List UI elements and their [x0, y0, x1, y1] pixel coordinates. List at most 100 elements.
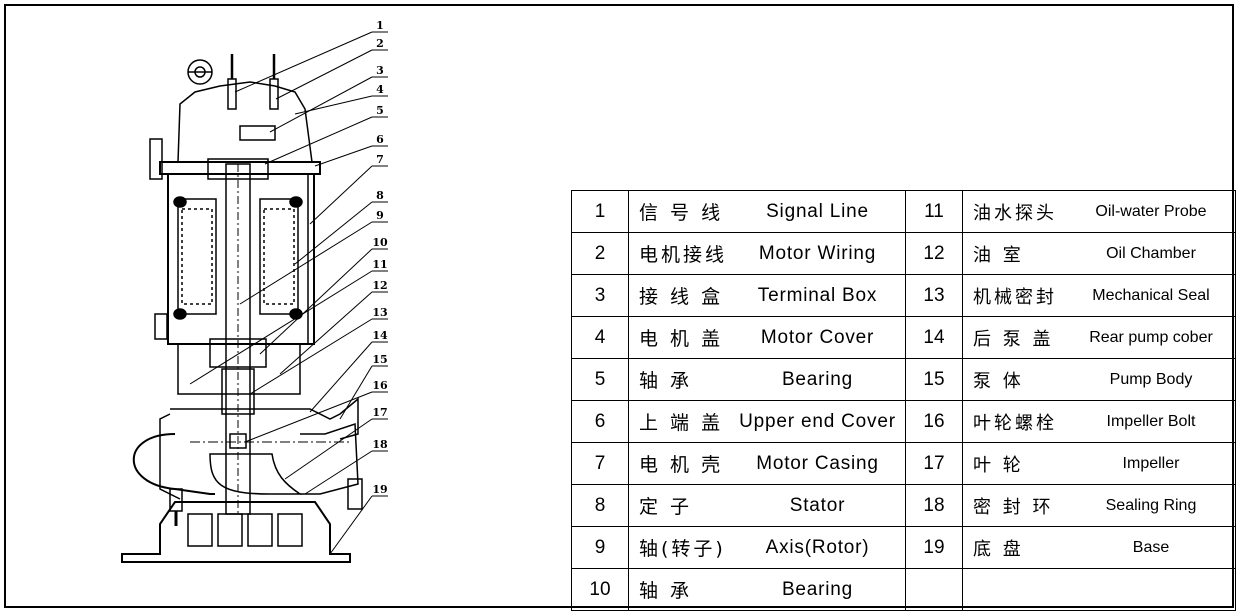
parts-table: 1 信 号 线 Signal Line 11 油水探头 Oil-water Prob…	[571, 190, 1236, 611]
part-number: 18	[905, 484, 963, 527]
part-name: 轴 承 Bearing	[628, 358, 906, 401]
part-name-en: Impeller	[1122, 454, 1180, 472]
callout-number: 14	[372, 329, 388, 342]
part-name-cn: 密 封 环	[973, 496, 1054, 518]
impeller	[209, 453, 303, 495]
part-name: 油水探头 Oil-water Probe	[962, 190, 1236, 233]
part-number: 9	[571, 526, 629, 569]
part-name-cn: 电 机 盖	[639, 328, 724, 350]
part-number: 5	[571, 358, 629, 401]
callout-number: 4	[376, 83, 384, 96]
part-name-en: Terminal Box	[757, 284, 878, 306]
part-number: 6	[571, 400, 629, 443]
pump-body-volute	[132, 433, 215, 495]
part-name-en: Base	[1132, 538, 1170, 556]
part-name-en: Pump Body	[1109, 370, 1193, 388]
part-name-en: Stator	[789, 494, 846, 516]
callout-number: 17	[372, 406, 387, 419]
motor-cover-outline	[177, 81, 313, 163]
empty-cell	[905, 568, 963, 611]
part-name: 后 泵 盖 Rear pump cober	[962, 316, 1236, 359]
part-number: 13	[905, 274, 963, 317]
part-name-cn: 上 端 盖	[639, 412, 724, 434]
part-number: 14	[905, 316, 963, 359]
part-name-en: Impeller Bolt	[1106, 412, 1196, 430]
part-name-en: Upper end Cover	[739, 410, 896, 432]
part-name: 定 子 Stator	[628, 484, 906, 527]
part-name-cn: 轴 承	[639, 370, 693, 392]
part-name-cn: 机械密封	[973, 286, 1057, 308]
part-name-cn: 接 线 盒	[639, 286, 724, 308]
part-name: 上 端 盖 Upper end Cover	[628, 400, 906, 443]
part-name-en: Axis(Rotor)	[765, 536, 870, 558]
part-name-en: Oil-water Probe	[1095, 202, 1207, 220]
part-name-en: Bearing	[781, 578, 854, 600]
part-name-cn: 泵 体	[973, 370, 1024, 392]
callout-number: 11	[372, 258, 387, 271]
part-name-cn: 后 泵 盖	[973, 328, 1054, 350]
part-number: 16	[905, 400, 963, 443]
callout-number: 16	[372, 379, 388, 392]
part-number: 3	[571, 274, 629, 317]
part-name: 接 线 盒 Terminal Box	[628, 274, 906, 317]
part-name-cn: 油水探头	[973, 202, 1057, 224]
part-name-cn: 信 号 线	[639, 202, 724, 224]
part-name-cn: 油 室	[973, 244, 1024, 266]
part-name-en: Motor Cover	[760, 326, 875, 348]
part-name-cn: 定 子	[639, 496, 693, 518]
part-name-cn: 轴 承	[639, 580, 693, 602]
part-number: 8	[571, 484, 629, 527]
part-name-cn: 叶 轮	[973, 454, 1024, 476]
part-name-cn: 底 盘	[973, 538, 1024, 560]
table-row: 4 电 机 盖 Motor Cover 14 后 泵 盖 Rear pump cob…	[571, 316, 1236, 359]
callout-number: 13	[372, 306, 387, 319]
part-name: 轴(转子) Axis(Rotor)	[628, 526, 906, 569]
part-number: 11	[905, 190, 963, 233]
table-row: 5 轴 承 Bearing 15 泵 体 Pump Body	[571, 358, 1236, 401]
part-name-en: Bearing	[781, 368, 854, 390]
callout-number: 6	[376, 133, 384, 146]
part-number: 15	[905, 358, 963, 401]
callout-number: 1	[376, 19, 384, 32]
part-name-en: Signal Line	[766, 200, 869, 222]
part-name: 密 封 环 Sealing Ring	[962, 484, 1236, 527]
part-name: 泵 体 Pump Body	[962, 358, 1236, 401]
callout-number: 18	[372, 438, 388, 451]
part-name: 底 盘 Base	[962, 526, 1236, 569]
callout-numbers: 1 2 3 4 5 6 7 8 9 10 11 12 13 14 15 16 1…	[372, 19, 388, 496]
part-name-cn: 轴(转子)	[639, 538, 726, 560]
part-name-cn: 电机接线	[639, 244, 728, 266]
motor-casing-outline	[167, 173, 315, 345]
callout-number: 10	[372, 236, 388, 249]
callout-number: 2	[376, 37, 384, 50]
table-row: 10 轴 承 Bearing	[571, 568, 1236, 611]
table-row: 8 定 子 Stator 18 密 封 环 Sealing Ring	[571, 484, 1236, 527]
part-number: 10	[571, 568, 629, 611]
callout-number: 12	[372, 279, 387, 292]
part-name-en: Rear pump cober	[1089, 328, 1213, 346]
callout-number: 3	[376, 64, 384, 77]
part-name-en: Sealing Ring	[1105, 496, 1197, 514]
callout-number: 7	[376, 153, 384, 166]
part-number: 1	[571, 190, 629, 233]
part-number: 4	[571, 316, 629, 359]
part-name-cn: 电 机 壳	[639, 454, 724, 476]
part-number: 17	[905, 442, 963, 485]
callout-number: 8	[376, 189, 384, 202]
part-number: 12	[905, 232, 963, 275]
callout-number: 19	[372, 483, 387, 496]
part-name: 叶 轮 Impeller	[962, 442, 1236, 485]
part-name: 电 机 盖 Motor Cover	[628, 316, 906, 359]
part-number: 2	[571, 232, 629, 275]
callout-number: 9	[376, 209, 384, 222]
stator-windings	[173, 196, 303, 320]
